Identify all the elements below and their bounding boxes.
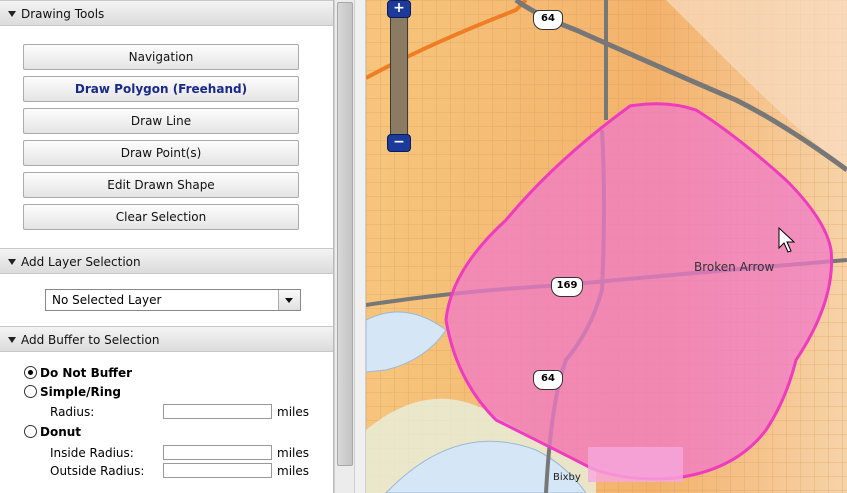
layer-select-value: No Selected Layer xyxy=(52,293,162,307)
zoom-slider[interactable]: + − xyxy=(385,0,411,152)
panel-scrollbar[interactable] xyxy=(334,0,354,493)
river xyxy=(366,311,447,373)
outside-radius-label: Outside Radius: xyxy=(50,464,145,478)
collapse-triangle-icon xyxy=(8,11,16,17)
inside-radius-label: Inside Radius: xyxy=(50,446,134,460)
clear-selection-button[interactable]: Clear Selection xyxy=(23,204,299,230)
radius-unit: miles xyxy=(277,405,309,419)
us64-shield-mid: 64 xyxy=(533,370,563,390)
draw-polygon-freehand-button[interactable]: Draw Polygon (Freehand) xyxy=(23,76,299,102)
simple-ring-radio[interactable] xyxy=(24,385,37,398)
outside-radius-unit: miles xyxy=(277,464,309,478)
draw-line-button[interactable]: Draw Line xyxy=(23,108,299,134)
simple-ring-option[interactable]: Simple/Ring xyxy=(24,385,121,399)
layer-selection-header[interactable]: Add Layer Selection xyxy=(0,248,333,274)
draw-points-button[interactable]: Draw Point(s) xyxy=(23,140,299,166)
donut-option[interactable]: Donut xyxy=(24,425,81,439)
donut-radio[interactable] xyxy=(24,425,37,438)
panel-splitter[interactable] xyxy=(354,0,366,493)
inside-radius-input[interactable] xyxy=(163,445,272,460)
collapse-triangle-icon xyxy=(8,259,16,265)
zoom-track[interactable] xyxy=(390,6,408,138)
river-south xyxy=(385,440,587,493)
highway-orange xyxy=(366,0,528,80)
zoom-in-icon[interactable]: + xyxy=(387,0,411,18)
mouse-cursor-icon xyxy=(778,226,796,253)
do-not-buffer-radio[interactable] xyxy=(24,366,37,379)
us169-shield: 169 xyxy=(551,277,583,297)
edit-drawn-shape-button[interactable]: Edit Drawn Shape xyxy=(23,172,299,198)
map-label-broken-arrow: Broken Arrow xyxy=(694,260,775,274)
inside-radius-unit: miles xyxy=(277,446,309,460)
layer-selection-body: No Selected Layer xyxy=(0,274,333,326)
do-not-buffer-option[interactable]: Do Not Buffer xyxy=(24,366,132,380)
suburb-area xyxy=(666,0,847,170)
map-label-bixby: Bixby xyxy=(553,472,581,483)
buffer-body: Do Not Buffer Simple/Ring Radius: miles … xyxy=(0,352,333,492)
highlight-block xyxy=(588,447,683,482)
zoom-out-icon[interactable]: − xyxy=(387,134,411,152)
collapse-triangle-icon xyxy=(8,337,16,343)
radius-input[interactable] xyxy=(163,404,272,419)
navigation-button[interactable]: Navigation xyxy=(23,44,299,70)
radius-label: Radius: xyxy=(50,405,95,419)
dropdown-arrow-icon[interactable] xyxy=(278,290,300,310)
left-panel: Drawing Tools Navigation Draw Polygon (F… xyxy=(0,0,334,493)
drawing-tools-body: Navigation Draw Polygon (Freehand) Draw … xyxy=(0,26,333,248)
layer-select[interactable]: No Selected Layer xyxy=(45,289,301,311)
buffer-header[interactable]: Add Buffer to Selection xyxy=(0,326,333,352)
drawing-tools-header[interactable]: Drawing Tools xyxy=(0,0,333,26)
map-view[interactable]: Broken Arrow Bixby 64 169 64 xyxy=(366,0,847,493)
scrollbar-thumb[interactable] xyxy=(337,2,353,466)
us64-shield-top: 64 xyxy=(533,10,563,30)
map-canvas xyxy=(366,0,847,493)
outside-radius-input[interactable] xyxy=(163,463,272,478)
